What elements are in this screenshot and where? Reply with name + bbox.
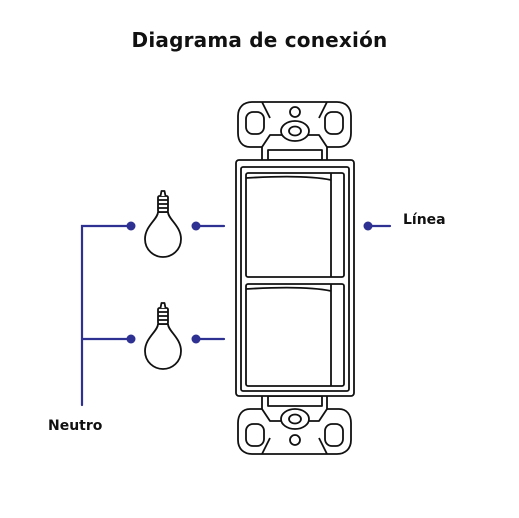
light-bulb-icon [144,302,182,370]
neutral-wiring [80,224,130,407]
neutral-label: Neutro [48,418,103,434]
diagram-title: Diagrama de conexión [131,28,388,52]
double-switch [235,101,355,455]
light-bulb-icon [144,190,182,258]
line-terminal [363,221,373,231]
neutral-terminal-upper [126,221,136,231]
top-mounting-strap [237,101,352,163]
upper-rocker [245,172,345,278]
neutral-terminal-lower [126,334,136,344]
line-label: Línea [403,212,446,228]
switch-terminal-lower [191,334,201,344]
bottom-mounting-strap [237,393,352,455]
neutral-wire-upper [80,224,130,407]
lower-rocker [245,283,345,387]
switch-terminal-upper [191,221,201,231]
